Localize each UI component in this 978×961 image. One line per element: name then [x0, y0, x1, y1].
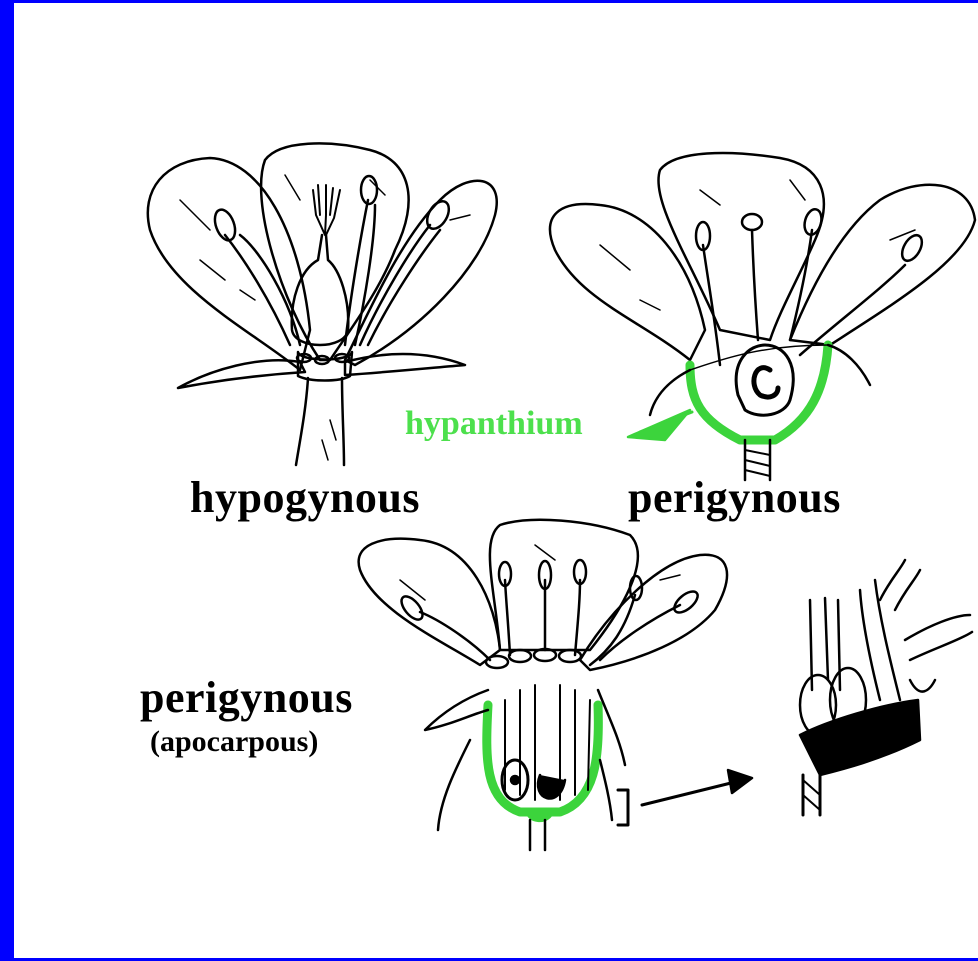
perigynous-top-label: perigynous: [628, 472, 841, 523]
perigynous-bottom-label: perigynous: [140, 672, 353, 723]
apocarpous-flower: [359, 520, 752, 850]
apocarpous-label: (apocarpous): [150, 725, 318, 759]
hypanthium-label: hypanthium: [405, 405, 583, 443]
perigynous-flower: [550, 153, 975, 480]
carpel-detail: [800, 560, 972, 815]
hypogynous-label: hypogynous: [190, 472, 420, 523]
